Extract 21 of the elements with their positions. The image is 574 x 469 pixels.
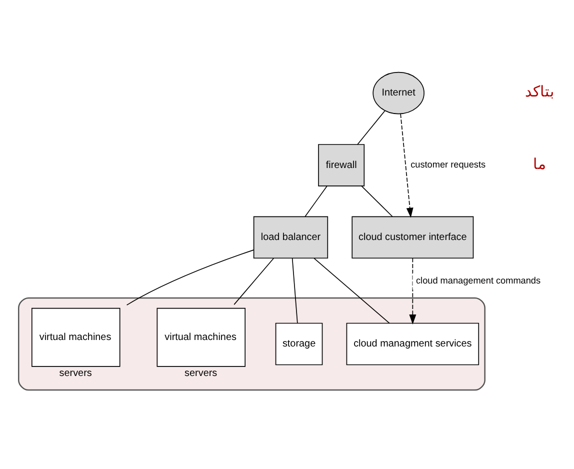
- connector: [357, 110, 386, 145]
- cluster: [18, 297, 486, 391]
- connector: [314, 258, 390, 324]
- node-box: firewall: [318, 144, 365, 186]
- connector: [304, 186, 328, 217]
- edge-label: cloud management commands: [416, 276, 541, 286]
- arrow: [400, 114, 414, 218]
- node-box: storage: [275, 322, 323, 366]
- edge-label: customer requests: [410, 160, 486, 170]
- node-box: load balancer: [253, 216, 328, 259]
- node-box: cloud managment services: [346, 322, 480, 366]
- node-box: cloud customer interface: [352, 216, 474, 259]
- label: ما: [533, 156, 546, 173]
- connector: [234, 258, 274, 305]
- node-label: servers: [59, 368, 92, 380]
- connector: [292, 258, 298, 324]
- node-ellipse: Internet: [372, 72, 424, 114]
- label: بتاكد: [525, 84, 554, 101]
- connector: [361, 186, 393, 217]
- connector: [126, 250, 254, 306]
- node-label: servers: [184, 368, 218, 380]
